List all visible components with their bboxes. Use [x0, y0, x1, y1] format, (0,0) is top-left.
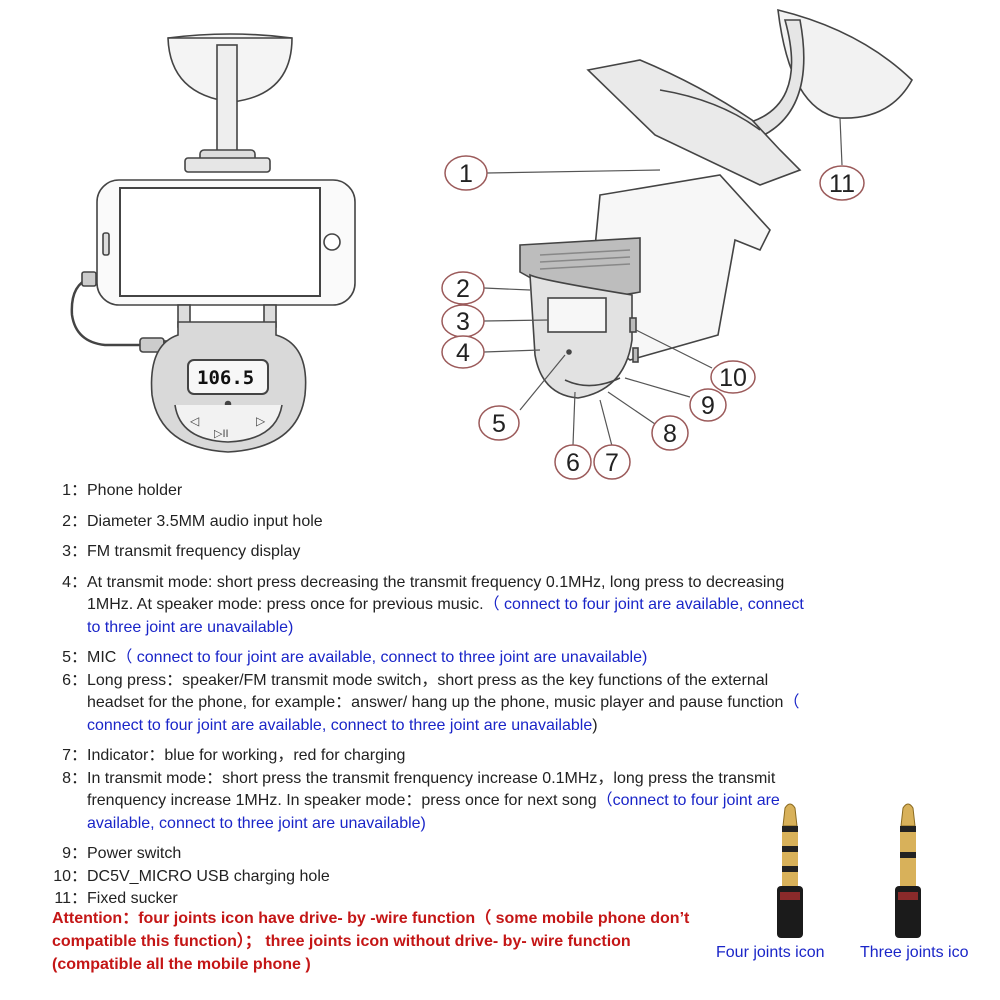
legend-item-10: 10：DC5V_MICRO USB charging hole [53, 867, 330, 885]
legend-item-3: 3：FM transmit frequency display [62, 543, 301, 560]
legend-list: 1：Phone holder 2：Diameter 3.5MM audio in… [52, 480, 812, 911]
button-ring [174, 404, 283, 443]
callouts [441, 155, 865, 480]
callout-5-circle [478, 405, 520, 441]
legend-item-1: 1：Phone holder [62, 482, 183, 499]
front-view-illustration: ◁ ▷II ▷ 106.5 [70, 33, 356, 453]
callout-3: 3 [456, 308, 470, 336]
display-frequency: 106.5 [197, 367, 254, 389]
home-button [323, 233, 341, 251]
perspective-display [547, 297, 607, 333]
callout-9-circle [689, 388, 727, 422]
callout-7-circle [593, 444, 631, 480]
callout-8-circle [651, 415, 689, 451]
prev-button-icon: ◁ [190, 414, 200, 428]
callout-10: 10 [719, 364, 747, 392]
callout-5: 5 [492, 410, 506, 438]
callout-1-circle [444, 155, 488, 191]
legend-item-11: 11：Fixed sucker [54, 890, 178, 907]
legend-item-6: 6：Long press：speaker/FM transmit mode sw… [62, 671, 800, 734]
legend-item-8: 8：In transmit mode：short press the trans… [62, 769, 780, 832]
phone-clamp-top [586, 59, 802, 186]
callout-4: 4 [456, 339, 470, 367]
legend-item-7: 7：Indicator：blue for working，red for cha… [62, 747, 406, 764]
callout-2-circle [441, 271, 485, 305]
next-button-icon: ▷ [256, 414, 266, 428]
legend-item-4: 4：At transmit mode: short press decreasi… [62, 573, 804, 636]
legend-item-2: 2：Diameter 3.5MM audio input hole [62, 512, 323, 530]
callout-2: 2 [456, 275, 470, 303]
callout-4-circle [441, 335, 485, 369]
attention-note: Attention：four joints icon have drive- b… [52, 910, 690, 973]
callout-9: 9 [701, 392, 715, 420]
frequency-display [187, 359, 269, 395]
callout-7: 7 [605, 449, 619, 477]
phone-screen [119, 187, 321, 297]
callout-11: 11 [829, 170, 855, 198]
callout-6: 6 [566, 449, 580, 477]
callout-10-circle [710, 360, 756, 394]
callout-6-circle [554, 444, 592, 480]
callout-11-circle [819, 165, 865, 201]
play-pause-icon: ▷II [214, 428, 229, 440]
callout-1: 1 [459, 160, 473, 188]
legend-item-5: 5：MIC（ connect to four joint are availab… [62, 649, 648, 666]
audio-cable [70, 276, 140, 347]
legend-item-9: 9：Power switch [62, 845, 182, 862]
callout-8: 8 [663, 420, 677, 448]
perspective-view-illustration: 1 2 3 4 5 6 7 8 9 10 11 [441, 8, 913, 480]
four-joints-caption: Four joints icon [716, 944, 825, 961]
three-joint-plug-icon [895, 803, 921, 938]
three-joints-caption: Three joints ico [860, 944, 969, 961]
